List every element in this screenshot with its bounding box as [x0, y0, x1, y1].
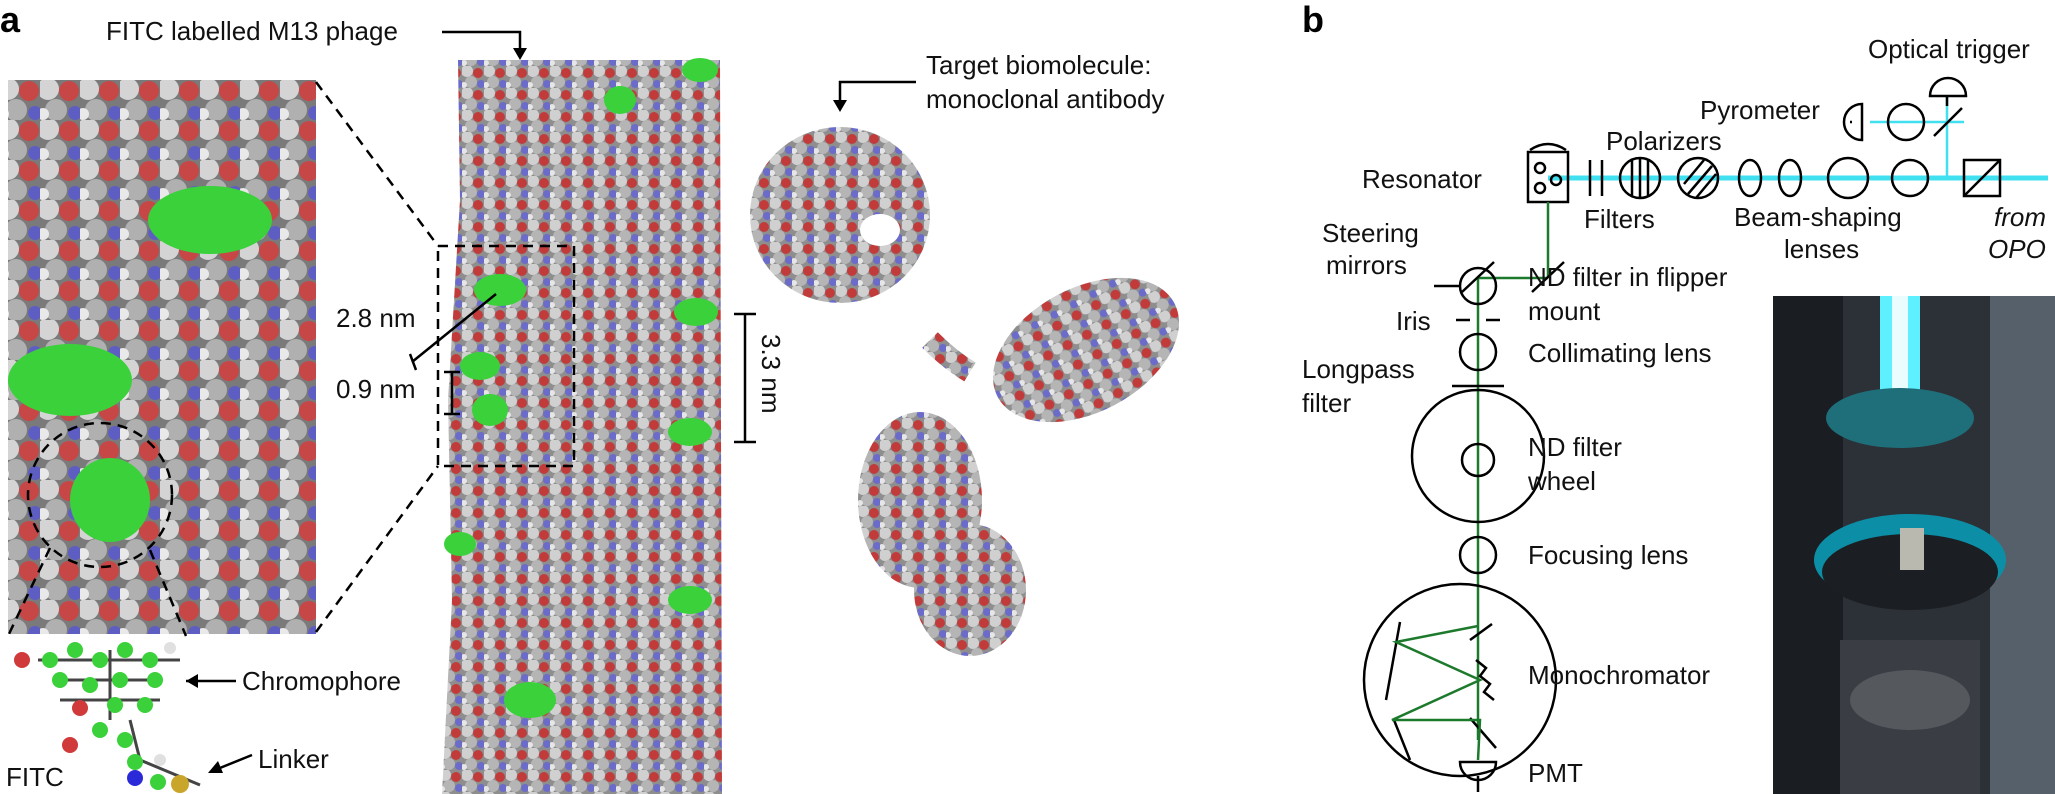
- zoom-connector-right: [148, 549, 188, 637]
- collimating-label: Collimating lens: [1528, 338, 1712, 368]
- optical-trigger-detector: [1928, 76, 1968, 98]
- filters: [1588, 160, 1604, 196]
- longpass-label-1: Longpass: [1302, 354, 1415, 384]
- beam-shaping-label-1: Beam-shaping: [1734, 202, 1902, 232]
- phage-arrowhead: [513, 48, 527, 60]
- steering-mirror-1: [1461, 261, 1495, 293]
- pitch-3.3nm-bracket: [734, 312, 756, 444]
- setup-photograph: [1773, 296, 2055, 794]
- target-arrow: [838, 80, 916, 104]
- linker-arrowhead: [208, 761, 223, 773]
- beam-shaping-lenses: [1737, 156, 1930, 200]
- nd-filter-wheel: [1410, 388, 1546, 524]
- distance-markers: [408, 293, 497, 416]
- focusing-lens: [1458, 535, 1498, 575]
- monoclonal-antibody: [750, 127, 1179, 656]
- focusing-label: Focusing lens: [1528, 540, 1688, 570]
- from-label: from: [1994, 202, 2046, 232]
- chromophore-label: Chromophore: [242, 666, 401, 696]
- fitc-green-blob-3: [70, 458, 150, 542]
- fitc-green-blob-2: [8, 344, 132, 416]
- pyrometer-lens: [1886, 102, 1926, 142]
- polarizers-label: Polarizers: [1606, 126, 1722, 156]
- dim-28nm-label: 2.8 nm: [336, 303, 416, 333]
- nd-flipper-label-2: mount: [1528, 296, 1601, 326]
- pickoff-mirror: [1933, 107, 1963, 137]
- pyrometer-detector: [1842, 102, 1864, 142]
- resonator-label: Resonator: [1362, 164, 1482, 194]
- target-label-line1: Target biomolecule:: [926, 50, 1151, 80]
- target-label-line2: monoclonal antibody: [926, 84, 1165, 114]
- panel-letter-a: a: [0, 0, 21, 40]
- target-arrowhead: [833, 100, 847, 112]
- beam-splitter-cube: [1962, 158, 2002, 198]
- pmt-label: PMT: [1528, 758, 1583, 788]
- resonator: [1526, 142, 1570, 204]
- fitc-highlight-circle: [26, 421, 174, 569]
- chromophore-arrowhead: [186, 674, 198, 688]
- nd-wheel-label-1: ND filter: [1528, 432, 1622, 462]
- monochromator-label: Monochromator: [1528, 660, 1710, 690]
- panel-letter-b: b: [1302, 0, 1324, 40]
- magnified-region-box: [436, 244, 576, 468]
- longpass-label-2: filter: [1302, 388, 1351, 418]
- collimating-lens: [1458, 332, 1498, 372]
- nd-wheel-label-2: wheel: [1527, 466, 1596, 496]
- steering-mirror-2: [1531, 261, 1565, 293]
- beam-shaping-label-2: lenses: [1784, 234, 1859, 264]
- magnify-line-top: [314, 81, 440, 247]
- nd-wheel-aperture: [1460, 442, 1496, 478]
- optical-trigger-label: Optical trigger: [1868, 34, 2030, 64]
- pmt-detector: [1458, 760, 1498, 782]
- steering-label-2: mirrors: [1326, 250, 1407, 280]
- fitc-green-blob-1: [148, 186, 272, 254]
- zoom-inset: [8, 80, 316, 634]
- nd-flipper-label-1: ND filter in flipper: [1528, 262, 1728, 292]
- pyrometer-label: Pyrometer: [1700, 95, 1820, 125]
- opo-label: OPO: [1988, 234, 2046, 264]
- linker-label: Linker: [258, 744, 329, 774]
- fitc-label: FITC: [6, 762, 64, 792]
- phage-arrow: [442, 30, 522, 52]
- polarizers: [1618, 156, 1720, 200]
- dim-33nm-label: 3.3 nm: [756, 334, 786, 414]
- filters-label: Filters: [1584, 204, 1655, 234]
- iris-label: Iris: [1396, 306, 1431, 336]
- monochromator: [1362, 582, 1558, 778]
- dim-09nm-label: 0.9 nm: [336, 374, 416, 404]
- magnify-line-bottom: [314, 465, 440, 633]
- phage-label: FITC labelled M13 phage: [106, 16, 398, 46]
- m13-phage-column: [442, 58, 722, 794]
- steering-label-1: Steering: [1322, 218, 1419, 248]
- fitc-molecule: [14, 642, 201, 793]
